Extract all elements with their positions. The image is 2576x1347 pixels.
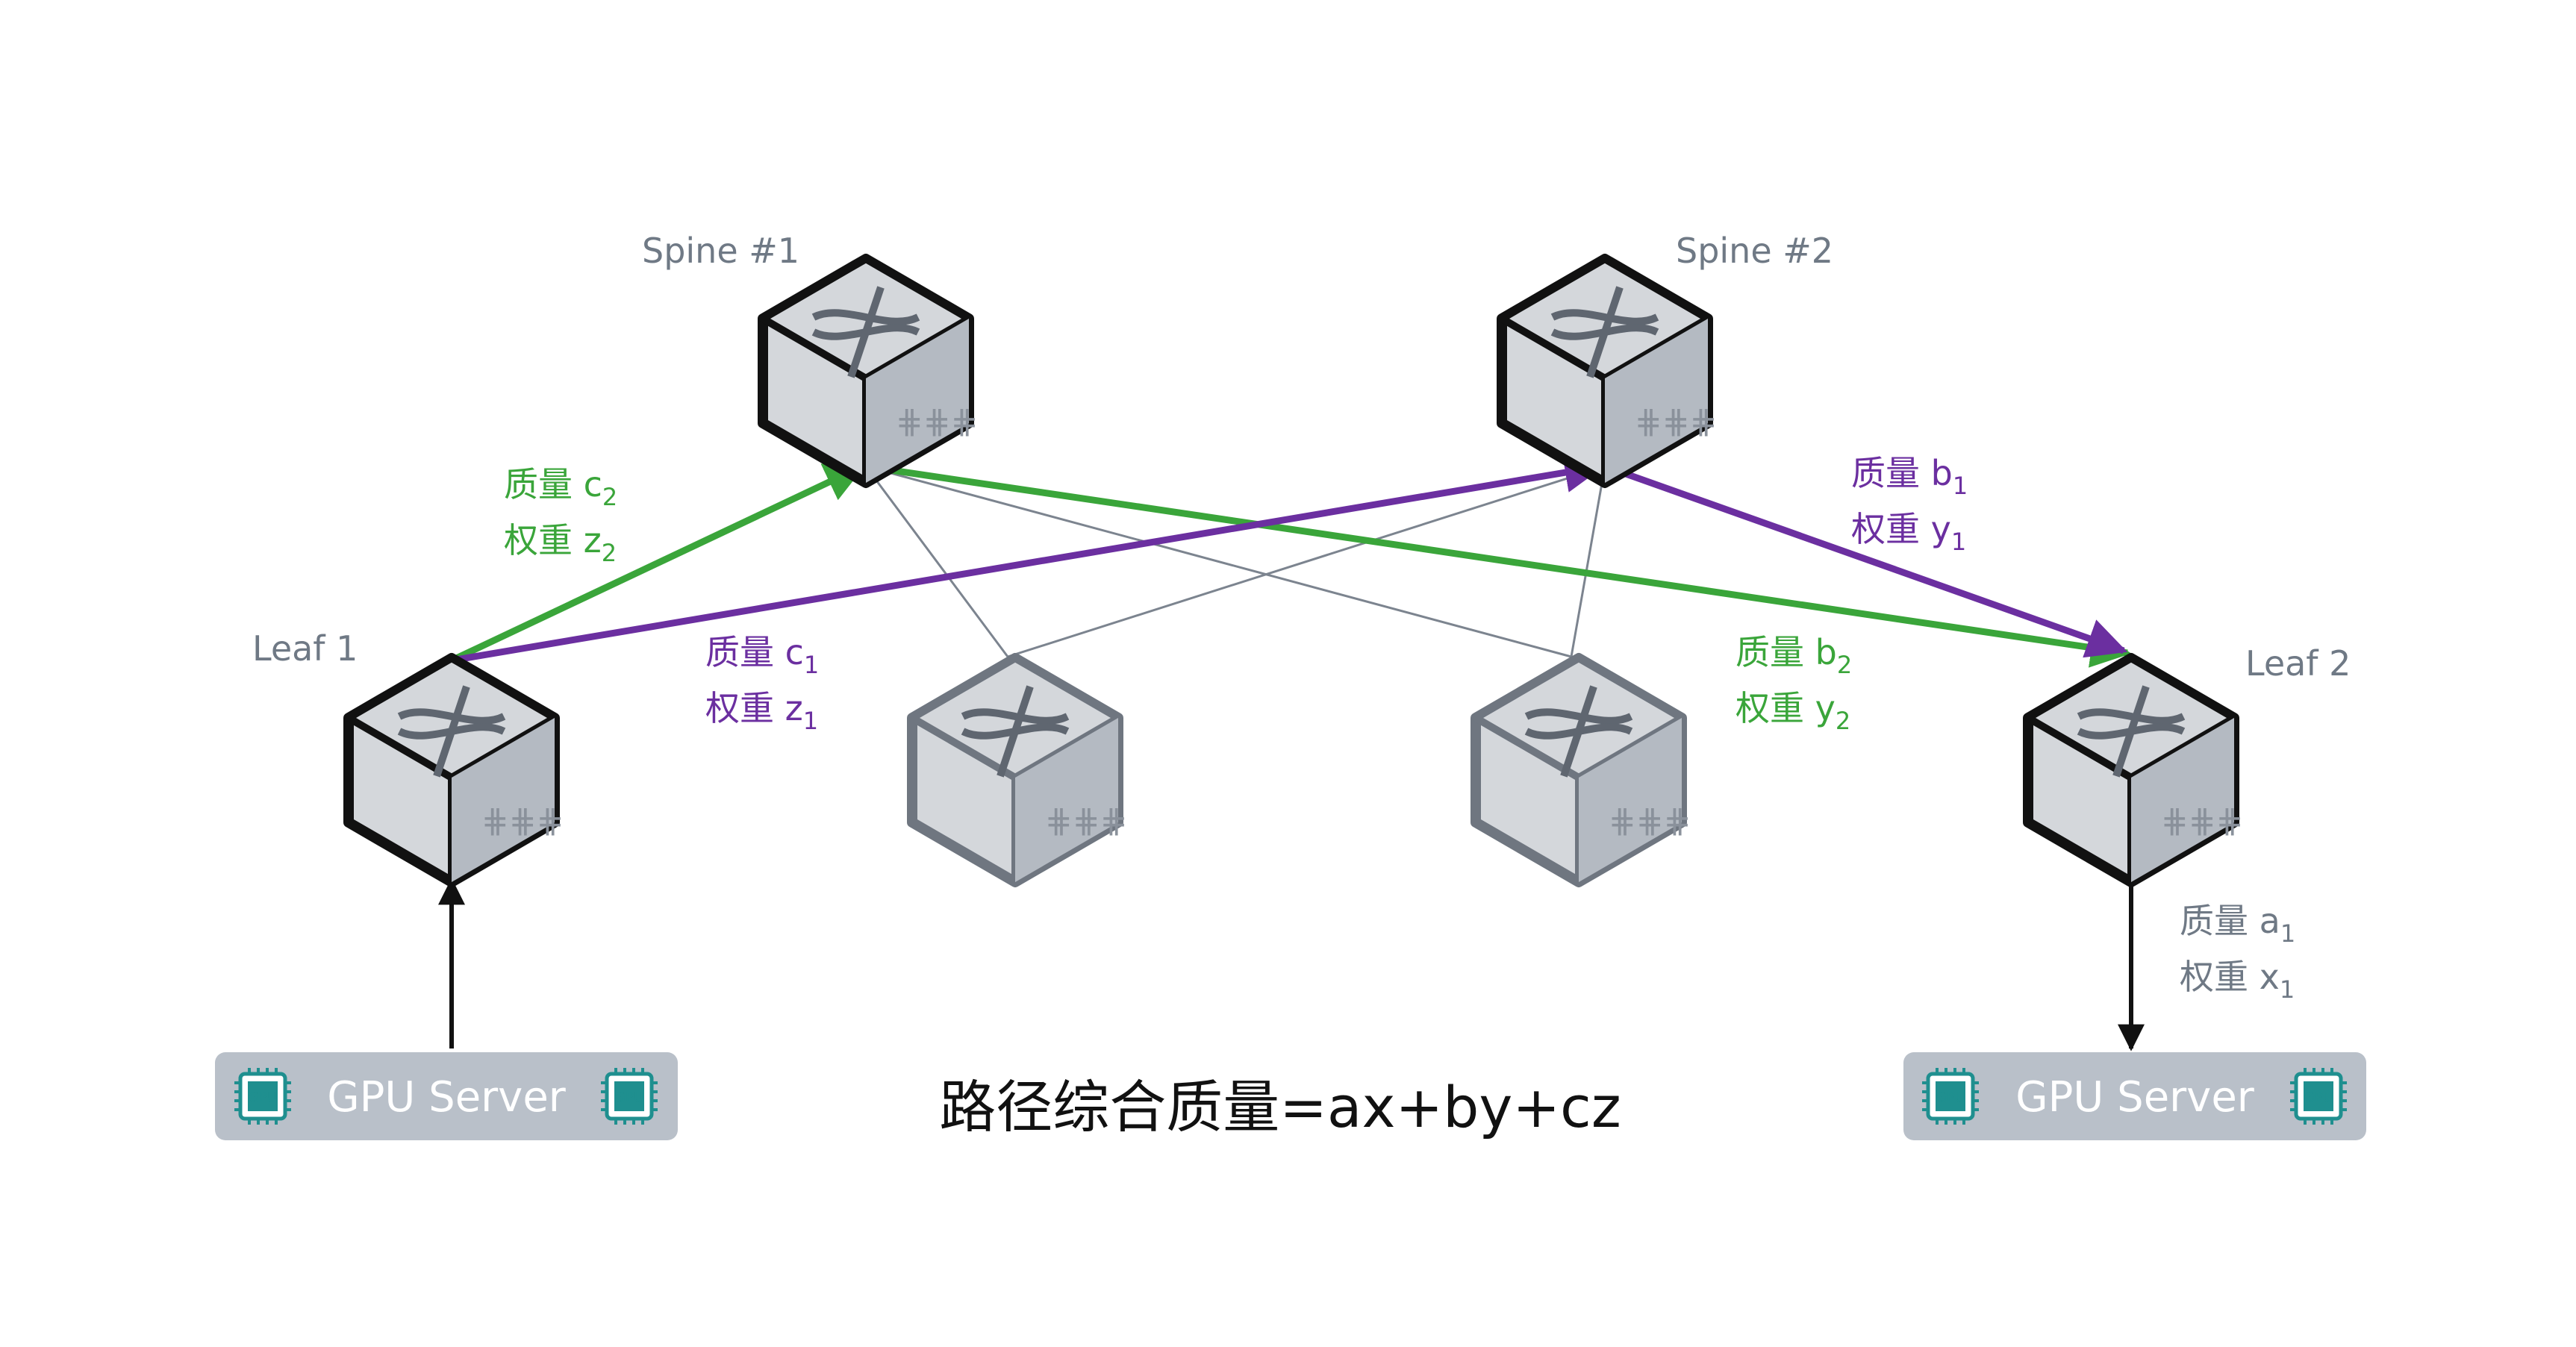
green-path <box>450 463 2132 668</box>
quality-label: 质量 b <box>1735 632 1837 672</box>
quality-label: 质量 c <box>504 464 602 504</box>
formula-text: 路径综合质量=ax+by+cz <box>939 1074 1621 1140</box>
gpu-server-label: GPU Server <box>2015 1073 2255 1122</box>
svg-text:权重 y2: 权重 y2 <box>1735 688 1850 735</box>
svg-text:权重 z2: 权重 z2 <box>504 520 617 567</box>
quality-subscript: 1 <box>1953 472 1968 500</box>
leaf-mid2-switch-icon <box>1476 658 1691 882</box>
weight-label: 权重 z <box>705 688 803 728</box>
svg-text:质量 b1: 质量 b1 <box>1851 453 1968 500</box>
metric-downlink: 质量 a1 权重 x1 <box>2180 901 2295 1004</box>
svg-text:质量 a1: 质量 a1 <box>2180 901 2295 948</box>
link-spine2-leafmid1 <box>1007 465 1606 658</box>
weight-label: 权重 x <box>2180 957 2280 997</box>
svg-text:质量 c2: 质量 c2 <box>504 464 617 511</box>
quality-label: 质量 c <box>705 632 804 672</box>
quality-subscript: 1 <box>2280 919 2295 948</box>
weight-subscript: 1 <box>2280 975 2295 1004</box>
svg-text:质量 b2: 质量 b2 <box>1735 632 1852 679</box>
svg-text:权重 z1: 权重 z1 <box>705 688 818 735</box>
quality-label: 质量 a <box>2180 901 2280 941</box>
green-arrow-leaf1-spine1 <box>450 463 866 664</box>
weight-label: 权重 y <box>1851 509 1951 549</box>
purple-path <box>451 452 2128 664</box>
gpu-chip-label: GPU <box>2304 1090 2333 1105</box>
purple-arrow-leaf1-spine2 <box>451 452 1606 664</box>
weight-subscript: 2 <box>1836 707 1850 735</box>
spine1-label: Spine #1 <box>642 231 799 271</box>
gpu-server-left: GPU GPU GPU Server <box>215 1052 678 1140</box>
metric-green-left: 质量 c2 权重 z2 <box>504 464 617 567</box>
metric-purple-right: 质量 b1 权重 y1 <box>1851 453 1968 556</box>
gpu-server-label: GPU Server <box>327 1073 567 1122</box>
gpu-chip-label: GPU <box>615 1090 643 1105</box>
weight-label: 权重 z <box>504 520 602 560</box>
quality-subscript: 1 <box>804 651 819 679</box>
spine2-label: Spine #2 <box>1676 231 1833 271</box>
weight-subscript: 2 <box>602 539 617 567</box>
gpu-server-right: GPU GPU GPU Server <box>1903 1052 2366 1140</box>
svg-text:权重 y1: 权重 y1 <box>1851 509 1966 556</box>
purple-arrow-spine2-leaf2 <box>1603 463 2128 658</box>
link-spine2-leafmid2 <box>1570 466 1606 657</box>
leaf1-label: Leaf 1 <box>252 628 358 669</box>
metric-purple-left: 质量 c1 权重 z1 <box>705 632 819 735</box>
weight-label: 权重 y <box>1735 688 1836 728</box>
leaf-mid1-switch-icon <box>912 658 1128 882</box>
leaf2-label: Leaf 2 <box>2245 643 2351 684</box>
quality-subscript: 2 <box>602 483 617 511</box>
link-spine1-leafmid1 <box>864 466 1009 657</box>
weight-subscript: 1 <box>1951 528 1966 556</box>
svg-text:质量 c1: 质量 c1 <box>705 632 819 679</box>
leaf2-switch-icon <box>2028 658 2244 882</box>
svg-text:权重 x1: 权重 x1 <box>2180 957 2295 1004</box>
gpu-chip-label: GPU <box>1936 1090 1965 1105</box>
quality-subscript: 2 <box>1837 651 1852 679</box>
spine2-switch-icon <box>1502 259 1718 483</box>
mesh-links <box>864 465 1606 658</box>
green-arrow-spine1-leaf2 <box>865 463 2132 668</box>
metric-green-right: 质量 b2 权重 y2 <box>1735 632 1852 735</box>
spine1-switch-icon <box>763 259 979 483</box>
server-links <box>438 866 2145 1051</box>
quality-label: 质量 b <box>1851 453 1953 493</box>
gpu-chip-label: GPU <box>249 1090 277 1105</box>
weight-subscript: 1 <box>803 707 818 735</box>
leaf1-switch-icon <box>349 658 564 882</box>
link-spine1-leafmid2 <box>865 465 1572 658</box>
